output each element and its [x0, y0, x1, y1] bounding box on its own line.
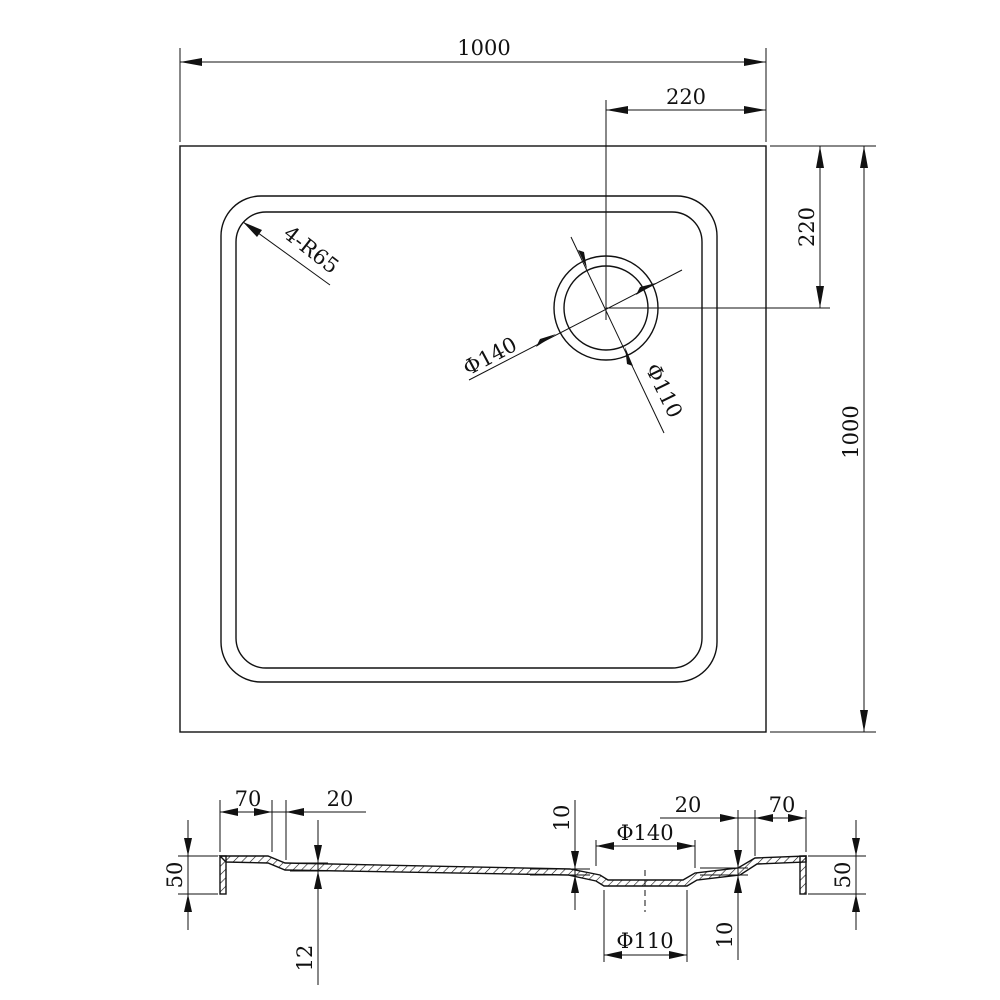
- dim-depth-top: 10: [530, 800, 590, 910]
- height-label: 1000: [839, 405, 863, 458]
- dim-drain-inner: Φ110: [570, 236, 688, 434]
- right-height-label: 50: [831, 862, 855, 889]
- dim-left-step: 20: [272, 787, 366, 860]
- dim-width: 1000: [179, 36, 767, 142]
- dim-left-rim: 70: [219, 787, 273, 852]
- drain-y-label: 220: [795, 207, 819, 247]
- dim-right-rim: 70: [754, 793, 807, 856]
- basin-outer-edge: [220, 195, 718, 683]
- left-skirt: [219, 855, 227, 895]
- depth-top-label: 10: [550, 805, 574, 832]
- section-view: 70 20 12 50: [163, 787, 866, 985]
- dim-right-height: 50: [808, 820, 866, 930]
- dim-corner-radius: 4-R65: [242, 221, 343, 286]
- left-rim-label: 70: [235, 787, 262, 811]
- dim-left-height: 50: [163, 820, 218, 930]
- drain-x-label: 220: [666, 85, 706, 109]
- dim-drain-x: 220: [605, 85, 766, 320]
- dim-thickness: 12: [290, 820, 328, 985]
- width-label: 1000: [457, 36, 510, 60]
- corner-radius-label: 4-R65: [279, 221, 343, 279]
- right-rim-label: 70: [769, 793, 796, 817]
- dim-height: 1000: [770, 145, 876, 733]
- thickness-label: 12: [293, 945, 317, 972]
- section-inner-label: Φ110: [616, 929, 673, 953]
- drain-outer-label: Φ140: [459, 332, 521, 380]
- plan-view: 1000 220 220 1000: [179, 36, 876, 733]
- left-height-label: 50: [163, 862, 187, 889]
- right-step-label: 20: [675, 793, 702, 817]
- dim-depth-bottom: 10: [700, 835, 748, 960]
- depth-bottom-label: 10: [713, 922, 737, 949]
- section-outer-label: Φ140: [616, 821, 673, 845]
- basin-inner-edge: [235, 211, 703, 669]
- left-step-label: 20: [327, 787, 354, 811]
- dim-section-outer: Φ140: [595, 821, 696, 868]
- right-skirt: [799, 855, 807, 895]
- tray-outline: [179, 145, 767, 733]
- dim-section-inner: Φ110: [603, 890, 688, 962]
- dim-right-step: 20: [660, 793, 755, 866]
- drain-inner-label: Φ110: [641, 360, 688, 422]
